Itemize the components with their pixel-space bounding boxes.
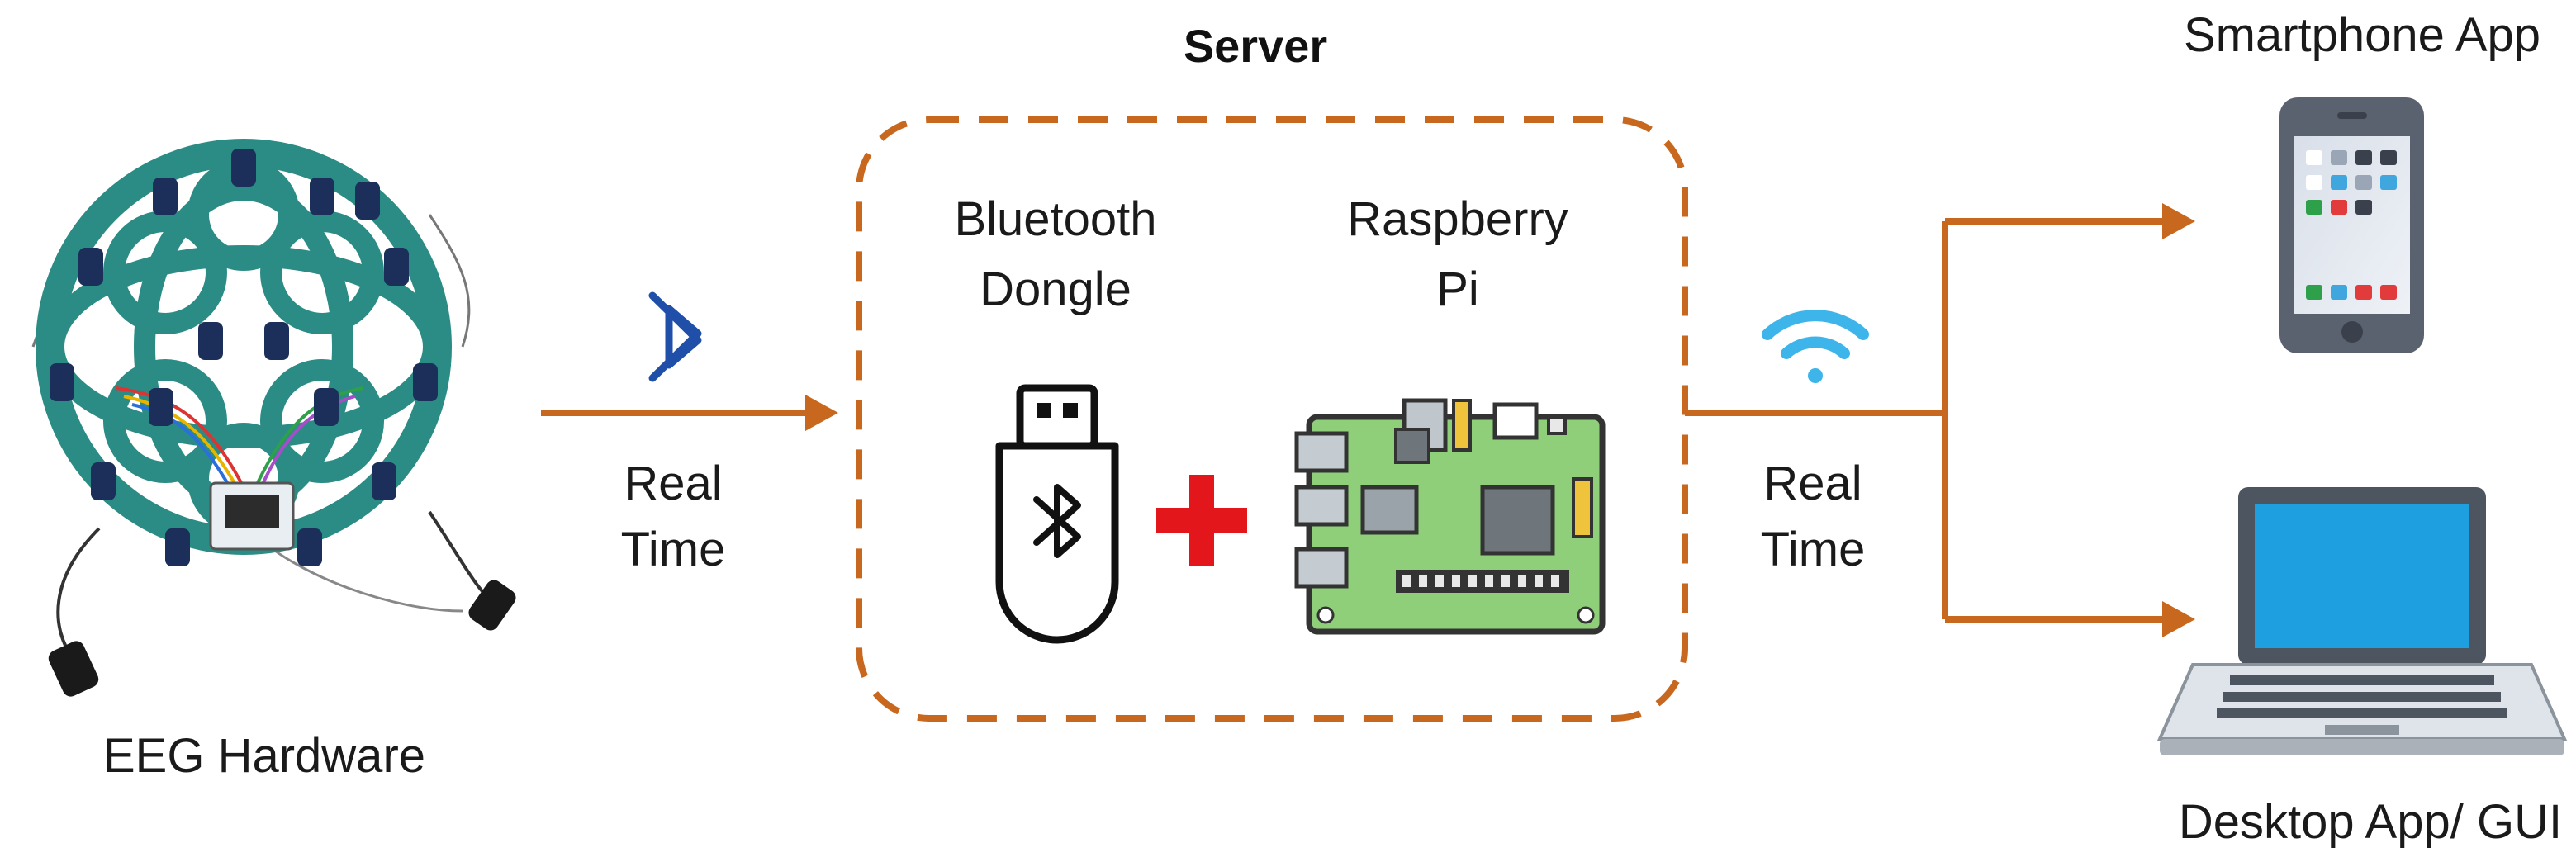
wifi-link-label-line1: Real — [1763, 457, 1862, 510]
wifi-link-arrows — [1685, 203, 2195, 637]
bluetooth-link-arrow — [541, 395, 838, 431]
smartphone-app-label: Smartphone App — [2184, 8, 2540, 62]
bluetooth-link-label-line1: Real — [624, 457, 722, 510]
smartphone-icon — [2279, 97, 2424, 353]
desktop-app-label: Desktop App/ GUI — [2179, 795, 2562, 849]
bluetooth-link-label-line2: Time — [621, 523, 726, 576]
raspberry-pi-label-line1: Raspberry — [1347, 192, 1568, 246]
server-title: Server — [1184, 20, 1327, 72]
wifi-icon — [1762, 310, 1869, 383]
laptop-icon — [2156, 487, 2568, 755]
plus-icon — [1156, 475, 1247, 566]
bluetooth-icon — [648, 291, 702, 382]
eeg-hardware-label: EEG Hardware — [103, 729, 425, 783]
server-boundary — [856, 116, 1688, 722]
eeg-headset-image — [31, 139, 516, 697]
raspberry-pi-icon — [1294, 398, 1606, 635]
bluetooth-dongle-icon — [995, 384, 1119, 644]
bluetooth-dongle-label-line1: Bluetooth — [954, 192, 1156, 246]
wifi-link-label-line2: Time — [1761, 523, 1866, 576]
bluetooth-dongle-label-line2: Dongle — [980, 263, 1131, 316]
raspberry-pi-label-line2: Pi — [1436, 263, 1479, 316]
